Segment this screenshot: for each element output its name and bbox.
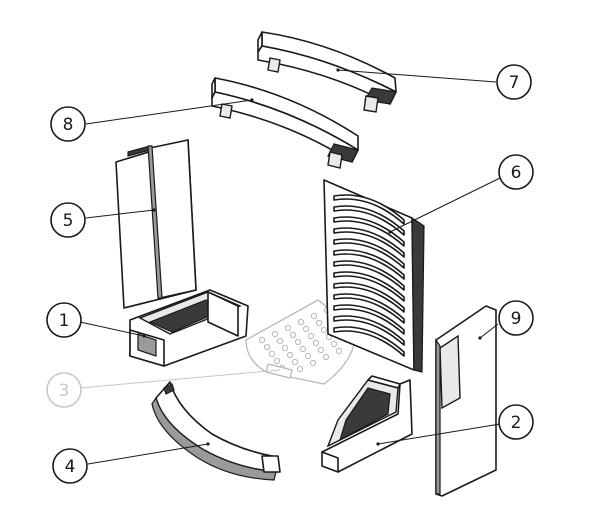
callout-2-number: 2 bbox=[511, 413, 522, 433]
grate-hole bbox=[294, 338, 302, 346]
leader-1 bbox=[79, 321, 145, 337]
grate-hole bbox=[271, 330, 279, 338]
callout-7: 7 bbox=[496, 64, 532, 100]
leader-2 bbox=[377, 423, 501, 445]
grate-hole bbox=[281, 344, 289, 352]
callout-1-number: 1 bbox=[59, 311, 70, 331]
callout-3-number: 3 bbox=[59, 381, 70, 401]
rear-panel-rib bbox=[333, 293, 405, 324]
part-5-left-side-panel bbox=[115, 139, 197, 309]
grate-hole bbox=[304, 352, 312, 360]
grate-hole bbox=[335, 347, 343, 355]
rear-panel-rib bbox=[333, 282, 405, 313]
rear-panel-rib bbox=[333, 271, 405, 302]
grate-hole bbox=[322, 353, 330, 361]
grate-hole bbox=[291, 358, 299, 366]
part-1-left-corner-brick bbox=[129, 289, 249, 367]
grate-hole bbox=[307, 332, 315, 340]
leader-3 bbox=[79, 369, 281, 389]
rear-panel-rib bbox=[333, 304, 405, 335]
part-8-middle-baffle bbox=[211, 77, 359, 169]
callout-6-number: 6 bbox=[511, 163, 522, 183]
grate-hole bbox=[284, 324, 292, 332]
grate-hole bbox=[312, 339, 320, 347]
rear-panel-rib bbox=[333, 326, 405, 357]
callout-9-number: 9 bbox=[511, 309, 522, 329]
grate-hole bbox=[276, 337, 284, 345]
leader-6 bbox=[389, 177, 501, 233]
grate-hole bbox=[263, 343, 271, 351]
rear-panel-rib bbox=[333, 315, 405, 346]
callout-3: 3 bbox=[46, 372, 82, 408]
grate-hole bbox=[299, 345, 307, 353]
leader-4 bbox=[87, 443, 209, 465]
leader-lines bbox=[79, 68, 501, 465]
grate-hole bbox=[302, 325, 310, 333]
grate-hole bbox=[297, 318, 305, 326]
callout-8-number: 8 bbox=[63, 115, 74, 135]
callout-4: 4 bbox=[52, 448, 88, 484]
rear-panel-rib bbox=[333, 249, 405, 280]
rear-panel-ribs bbox=[333, 194, 405, 357]
rear-panel-rib bbox=[333, 227, 405, 258]
callout-9: 9 bbox=[498, 300, 534, 336]
callout-8: 8 bbox=[50, 106, 86, 142]
part-4-front-curved-brick bbox=[151, 381, 281, 481]
rear-panel-rib bbox=[333, 260, 405, 291]
grate-hole bbox=[310, 312, 318, 320]
leader-9 bbox=[479, 323, 499, 339]
grate-hole bbox=[309, 359, 317, 367]
grate-hole bbox=[317, 346, 325, 354]
callout-1: 1 bbox=[46, 302, 82, 338]
grate-hole bbox=[258, 336, 266, 344]
leader-7 bbox=[337, 69, 497, 83]
grate-holes bbox=[258, 300, 351, 379]
rear-panel-rib bbox=[333, 205, 405, 236]
grate-hole bbox=[289, 331, 297, 339]
callout-7-number: 7 bbox=[509, 73, 520, 93]
grate-hole bbox=[296, 365, 304, 373]
grate-hole bbox=[268, 350, 276, 358]
rear-panel-rib bbox=[333, 238, 405, 269]
leader-5 bbox=[85, 209, 155, 219]
grate-hole bbox=[315, 319, 323, 327]
callout-5-number: 5 bbox=[63, 211, 74, 231]
part-7-top-baffle bbox=[257, 31, 397, 113]
grate-hole bbox=[286, 351, 294, 359]
grate-hole bbox=[273, 357, 281, 365]
callout-2: 2 bbox=[498, 404, 534, 440]
part-9-right-side-panel bbox=[435, 305, 497, 497]
callout-6: 6 bbox=[498, 154, 534, 190]
grate-hole bbox=[320, 326, 328, 334]
part-2-right-corner-brick bbox=[321, 375, 413, 473]
callout-4-number: 4 bbox=[65, 457, 76, 477]
leader-8 bbox=[85, 99, 253, 125]
part-6-rear-panel bbox=[323, 179, 425, 373]
grate-hole bbox=[330, 340, 338, 348]
rear-panel-rib bbox=[333, 194, 405, 225]
callout-5: 5 bbox=[50, 202, 86, 238]
